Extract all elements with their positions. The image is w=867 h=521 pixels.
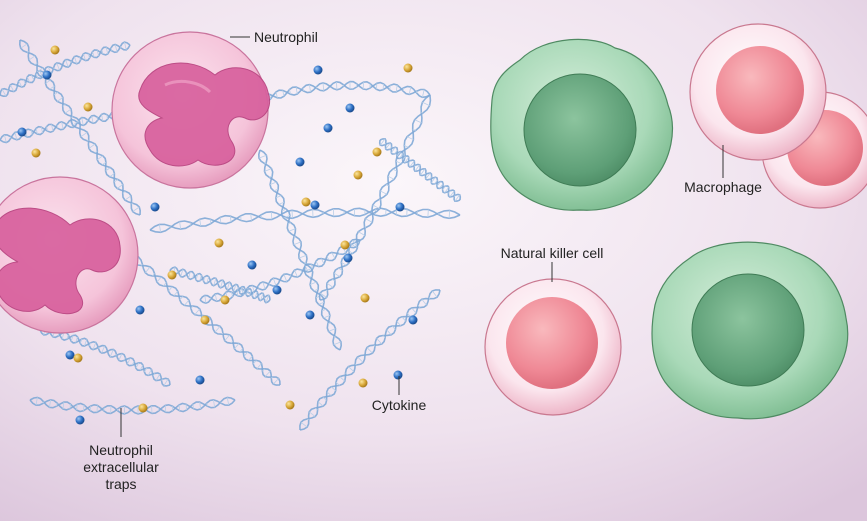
nk-cell-bottom [484, 278, 622, 416]
cytokine-blue-icon [393, 370, 403, 380]
cytokine-gold-icon [358, 378, 368, 388]
neutrophil-cell-left [0, 176, 139, 334]
cytokines [17, 45, 418, 425]
cytokine-blue-icon [135, 305, 145, 315]
cytokine-gold-icon [301, 197, 311, 207]
cytokine-gold-icon [167, 270, 177, 280]
dna-strand [29, 396, 236, 415]
macrophage-label: Macrophage [684, 179, 762, 195]
cytokine-gold-icon [403, 63, 413, 73]
cytokine-blue-icon [75, 415, 85, 425]
neutrophil-cell-top [111, 31, 271, 189]
cytokine-blue-icon [343, 253, 353, 263]
cytokine-blue-icon [313, 65, 323, 75]
macrophage-cell-top [490, 38, 674, 211]
net-label-line-2: extracellular [83, 459, 159, 475]
dna-strand [18, 39, 142, 216]
cytokine-gold-icon [285, 400, 295, 410]
cytokine-gold-icon [138, 403, 148, 413]
cytokine-gold-icon [353, 170, 363, 180]
cytokine-gold-icon [360, 293, 370, 303]
cytokine-gold-icon [31, 148, 41, 158]
cytokine-gold-icon [372, 147, 382, 157]
neutrophil-label: Neutrophil [254, 29, 318, 45]
cytokine-label: Cytokine [372, 397, 427, 413]
macrophage-cell-bottom [651, 241, 849, 420]
cytokine-blue-icon [323, 123, 333, 133]
cytokine-blue-icon [195, 375, 205, 385]
cytokine-blue-icon [17, 127, 27, 137]
cytokine-blue-icon [150, 202, 160, 212]
cytokine-blue-icon [305, 310, 315, 320]
leader-lines [120, 36, 724, 437]
cytokine-gold-icon [50, 45, 60, 55]
dna-strand [318, 94, 432, 301]
cytokine-gold-icon [340, 240, 350, 250]
cytokine-blue-icon [345, 103, 355, 113]
dna-strand [0, 41, 131, 98]
cytokine-blue-icon [310, 200, 320, 210]
nk-cell-top [689, 23, 827, 161]
cytokine-gold-icon [214, 238, 224, 248]
cytokine-blue-icon [408, 315, 418, 325]
dna-strand [129, 254, 281, 386]
cytokine-blue-icon [395, 202, 405, 212]
net-label-line-3: traps [105, 476, 136, 492]
cytokine-gold-icon [220, 295, 230, 305]
cytokine-gold-icon [200, 315, 210, 325]
cytokine-blue-icon [272, 285, 282, 295]
cytokine-gold-icon [73, 353, 83, 363]
neutrophil-extracellular-traps [0, 39, 462, 431]
cytokine-blue-icon [65, 350, 75, 360]
cytokine-blue-icon [42, 70, 52, 80]
cytokine-blue-icon [247, 260, 257, 270]
cytokine-gold-icon [83, 102, 93, 112]
dna-strand [378, 137, 462, 203]
dna-strand [299, 289, 441, 431]
net-label-line-1: Neutrophil [89, 442, 153, 458]
dna-strand [257, 149, 343, 351]
natural-killer-label: Natural killer cell [501, 245, 604, 261]
cytokine-blue-icon [295, 157, 305, 167]
